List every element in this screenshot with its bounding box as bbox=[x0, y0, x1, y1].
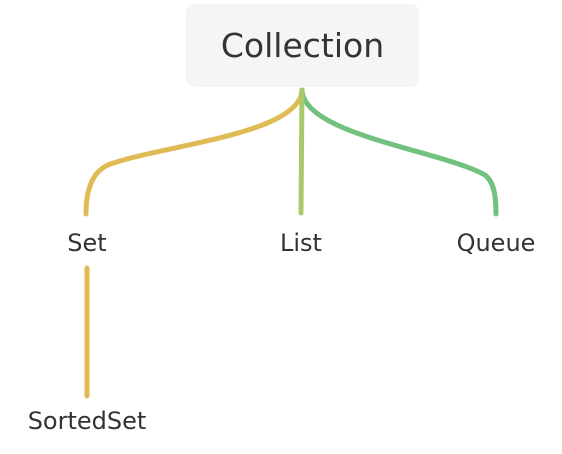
node-queue[interactable]: Queue bbox=[456, 229, 536, 257]
connector-collection-set bbox=[83, 87, 305, 217]
node-set[interactable]: Set bbox=[67, 229, 107, 257]
node-list[interactable]: List bbox=[280, 229, 322, 257]
node-sortedset[interactable]: SortedSet bbox=[27, 407, 147, 435]
connector-collection-queue bbox=[299, 87, 499, 217]
root-node-collection[interactable]: Collection bbox=[186, 4, 419, 87]
root-node-label: Collection bbox=[220, 26, 385, 65]
connector-collection-list bbox=[298, 87, 305, 216]
